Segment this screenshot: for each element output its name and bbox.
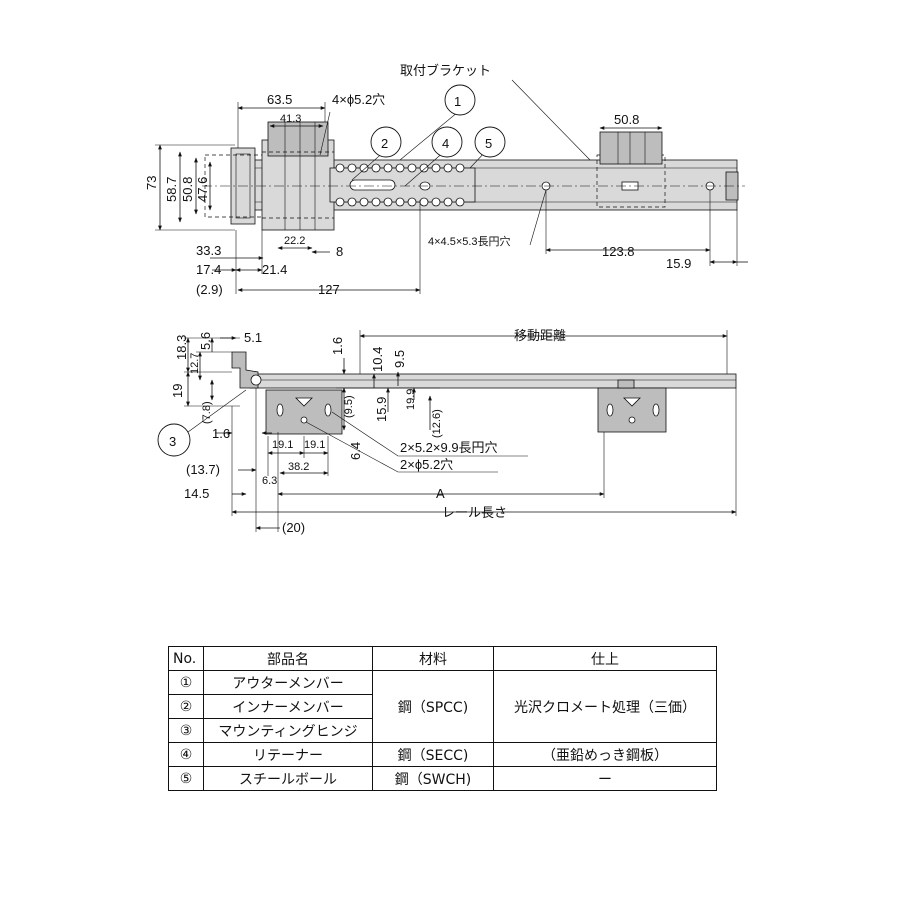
dim-63-5: 63.5 — [267, 92, 292, 107]
dim-127: 127 — [318, 282, 340, 297]
dim-21-4: 21.4 — [262, 262, 287, 277]
row-name: インナーメンバー — [203, 694, 373, 719]
rear-bracket-outline — [596, 154, 666, 208]
dim-2x-holes: 2×ϕ5.2穴 — [400, 457, 453, 472]
label-a: A — [436, 486, 445, 501]
table-row: ④ リテーナー 鋼（SECC) （亜鉛めっき鋼板） — [168, 742, 717, 767]
side-view: 3 — [157, 329, 737, 535]
top-view: 取付ブラケット 1 2 4 5 63.5 41.3 4×ϕ5.2穴 50.8 7… — [144, 63, 748, 297]
dim-22-2: 22.2 — [284, 235, 305, 247]
callout-5-text: 5 — [485, 136, 492, 151]
row-material: 鋼（SWCH) — [372, 766, 494, 791]
table-header-row: No. 部品名 材料 仕上 — [168, 646, 717, 671]
table-row: ② インナーメンバー — [168, 694, 717, 719]
dim-123-8: 123.8 — [602, 244, 635, 259]
dim-19: 19 — [170, 384, 185, 398]
label-bracket: 取付ブラケット — [400, 63, 491, 79]
dim-6-4: 6.4 — [348, 442, 363, 460]
dim-33-3: 33.3 — [196, 243, 221, 258]
table-row: ⑤ スチールボール 鋼（SWCH) ー — [168, 766, 717, 791]
row-material: 鋼（SECC) — [372, 742, 494, 767]
dim-19-1-a: 19.1 — [272, 439, 293, 451]
callout-4 — [431, 126, 463, 158]
row-finish: ー — [493, 766, 717, 791]
row-name: アウターメンバー — [203, 670, 373, 695]
dim-10-4: 10.4 — [370, 347, 385, 372]
dim-20: (20) — [282, 520, 305, 535]
dim-9-5-paren: (9.5) — [343, 395, 355, 418]
rear-bracket-tab — [599, 131, 663, 165]
row-no: ① — [168, 670, 204, 695]
table-row: ① アウターメンバー 鋼（SPCC) 光沢クロメート処理（三価） — [168, 670, 717, 743]
dim-2x-slots: 2×5.2×9.9長円穴 — [400, 440, 498, 455]
callout-4-text: 4 — [442, 136, 449, 151]
callout-1 — [444, 84, 476, 116]
dim-73: 73 — [144, 176, 159, 190]
dim-5-6: 5.6 — [198, 332, 213, 350]
row-name: スチールボール — [203, 766, 373, 791]
technical-drawing: 取付ブラケット 1 2 4 5 63.5 41.3 4×ϕ5.2穴 50.8 7… — [144, 63, 748, 535]
dim-1-6-h: 1.6 — [212, 426, 230, 441]
steel-balls — [335, 163, 465, 207]
row-finish: （亜鉛めっき鋼板） — [493, 742, 717, 767]
row-material: 鋼（SPCC) — [372, 670, 494, 743]
dim-19-1-b: 19.1 — [304, 439, 325, 451]
dim-14-5: 14.5 — [184, 486, 209, 501]
front-bracket-tab — [267, 121, 329, 157]
dim-1-6-v: 1.6 — [330, 337, 345, 355]
header-finish: 仕上 — [493, 646, 717, 671]
callout-3-text: 3 — [169, 434, 176, 449]
header-material: 材料 — [372, 646, 494, 671]
header-no: No. — [168, 646, 204, 671]
dim-12-6: (12.6) — [431, 409, 443, 438]
callout-5 — [474, 126, 506, 158]
dim-13-7: (13.7) — [186, 462, 220, 477]
row-no: ② — [168, 694, 204, 719]
dim-15-9: 15.9 — [666, 256, 691, 271]
dim-17-4: 17.4 — [196, 262, 221, 277]
row-finish: 光沢クロメート処理（三価） — [493, 670, 717, 743]
row-name: リテーナー — [203, 742, 373, 767]
dim-50-8-top: 50.8 — [614, 112, 639, 127]
dim-58-7: 58.7 — [164, 177, 179, 202]
callout-2-text: 2 — [381, 136, 388, 151]
dim-4x5-2-holes: 4×ϕ5.2穴 — [332, 92, 385, 107]
dim-2-9: (2.9) — [196, 282, 223, 297]
dim-41-3: 41.3 — [280, 113, 301, 125]
row-no: ⑤ — [168, 766, 204, 791]
dim-8: 8 — [336, 244, 343, 259]
dim-19-9: 19.9 — [405, 389, 417, 410]
dim-4x-slots: 4×4.5×5.3長円穴 — [428, 234, 511, 248]
side-rail — [249, 373, 737, 389]
dim-5-1: 5.1 — [244, 330, 262, 345]
row-name: マウンティングヒンジ — [203, 718, 373, 743]
dim-50-8-side: 50.8 — [180, 177, 195, 202]
header-name: 部品名 — [203, 646, 373, 671]
dim-47-6: 47.6 — [195, 177, 210, 202]
label-travel: 移動距離 — [514, 329, 566, 344]
label-rail-length: レール長さ — [442, 506, 507, 521]
callout-1-text: 1 — [454, 94, 461, 109]
dim-12-7: 12.7 — [189, 353, 201, 374]
dim-6-3: 6.3 — [262, 475, 277, 487]
dim-7-8: (7.8) — [201, 401, 213, 424]
dim-15-9-side: 15.9 — [374, 397, 389, 422]
row-no: ③ — [168, 718, 204, 743]
dim-38-2: 38.2 — [288, 461, 309, 473]
table-row: ③ マウンティングヒンジ — [168, 718, 717, 743]
dim-9-5: 9.5 — [392, 350, 407, 368]
parts-table: No. 部品名 材料 仕上 ① アウターメンバー 鋼（SPCC) 光沢クロメート… — [168, 646, 717, 791]
callout-3 — [157, 423, 191, 457]
row-no: ④ — [168, 742, 204, 767]
callout-2 — [370, 126, 402, 158]
dim-18-3: 18.3 — [174, 335, 189, 360]
